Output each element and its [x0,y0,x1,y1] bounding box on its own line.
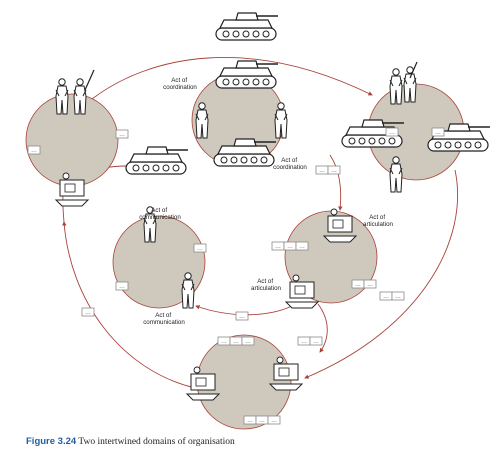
document-icon [235,311,249,321]
tank-icon [215,12,279,41]
label-articulation-mid: Act of articulation [251,278,281,292]
figure-caption: Figure 3.24 Two intertwined domains of o… [26,436,235,447]
document-icon [193,243,207,253]
rifle-icon [409,61,418,79]
document-icon [115,281,129,291]
document-icon [115,129,129,139]
label-communication-bottom: Act of communication [143,312,185,326]
label-articulation-right: Act of articulation [363,214,393,228]
tank-icon [215,60,279,89]
domain-circle [25,93,119,187]
flow-arrow [304,169,459,379]
figure-caption-text: Two intertwined domains of organisation [78,437,235,447]
figure-number: Figure 3.24 [26,436,77,447]
flow-arrow [91,57,373,100]
flow-arrow [195,303,297,316]
flow-arrow [62,221,196,389]
tank-icon [125,146,189,175]
rifle-icon [84,69,95,91]
document-icon [431,127,445,137]
document-icon [81,307,95,317]
label-coordination-top: Act of coordination [163,77,197,91]
label-communication-top: Act of communication [139,207,181,221]
label-coordination-mid: Act of coordination [273,157,307,171]
document-icon [385,127,399,137]
flow-arrow [317,303,328,353]
document-icon [27,145,41,155]
flow-arrow [329,154,343,211]
